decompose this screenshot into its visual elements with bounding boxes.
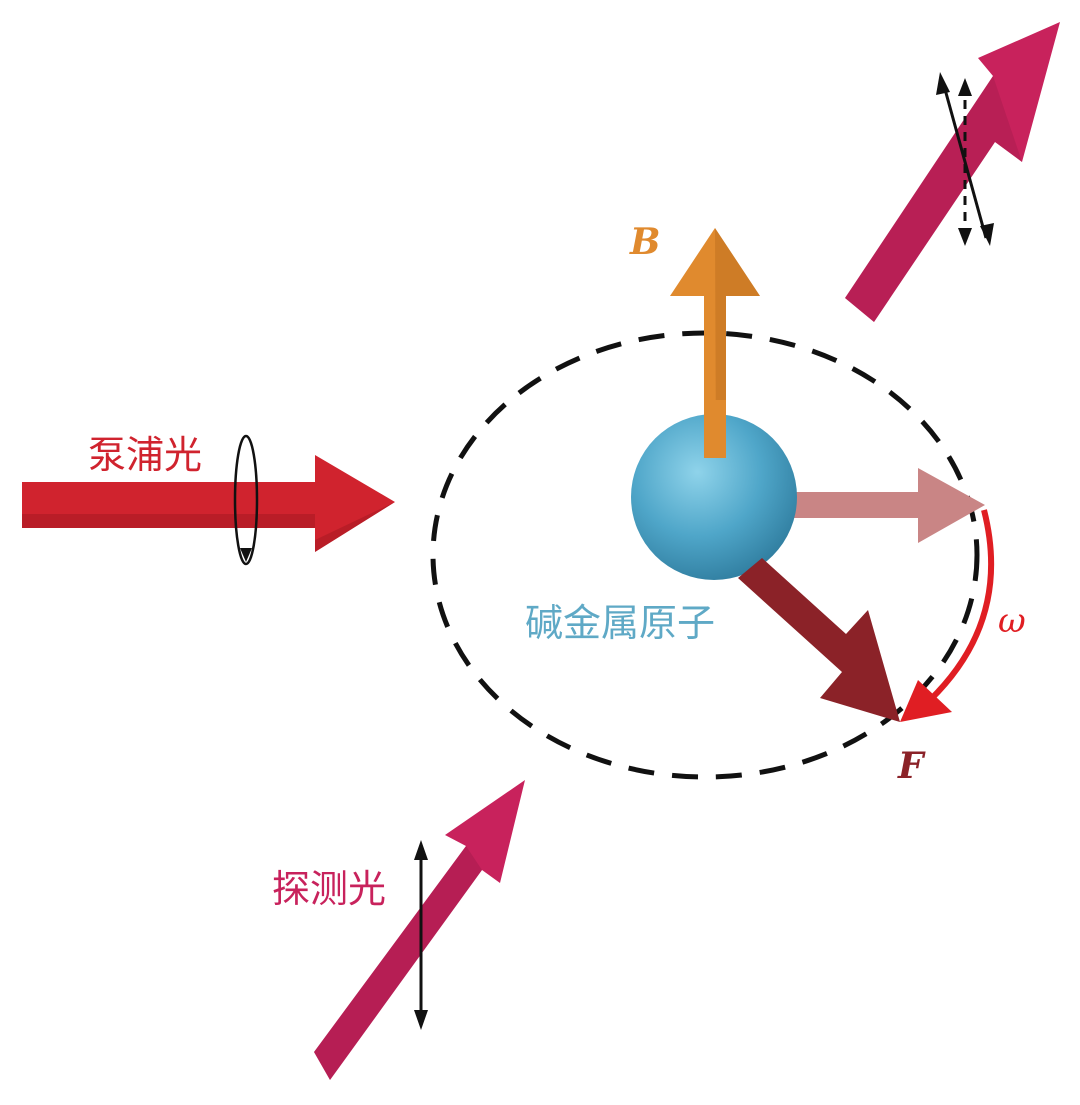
pump-light-arrow <box>22 455 395 552</box>
atom-label: 碱金属原子 <box>525 601 715 645</box>
spin-rotated-arrow <box>738 558 900 722</box>
spin-vector-label: F <box>897 745 926 787</box>
pump-light-label: 泵浦光 <box>88 433 202 477</box>
probe-light-label: 探测光 <box>272 867 386 911</box>
precession-frequency-label: ω <box>998 601 1026 641</box>
transmitted-probe-arrow <box>845 22 1060 322</box>
precession-arc-arrow <box>900 509 995 722</box>
circular-polarization-icon <box>233 434 259 566</box>
magnetic-field-shaft <box>704 400 726 458</box>
linear-polarization-icon <box>414 840 428 1030</box>
spin-initial-arrow <box>790 468 985 543</box>
alkali-atom-sphere <box>631 414 797 580</box>
rotated-polarization-icon <box>936 72 994 246</box>
magnetic-field-label: B <box>629 221 660 263</box>
magnetic-field-arrow <box>670 228 760 458</box>
